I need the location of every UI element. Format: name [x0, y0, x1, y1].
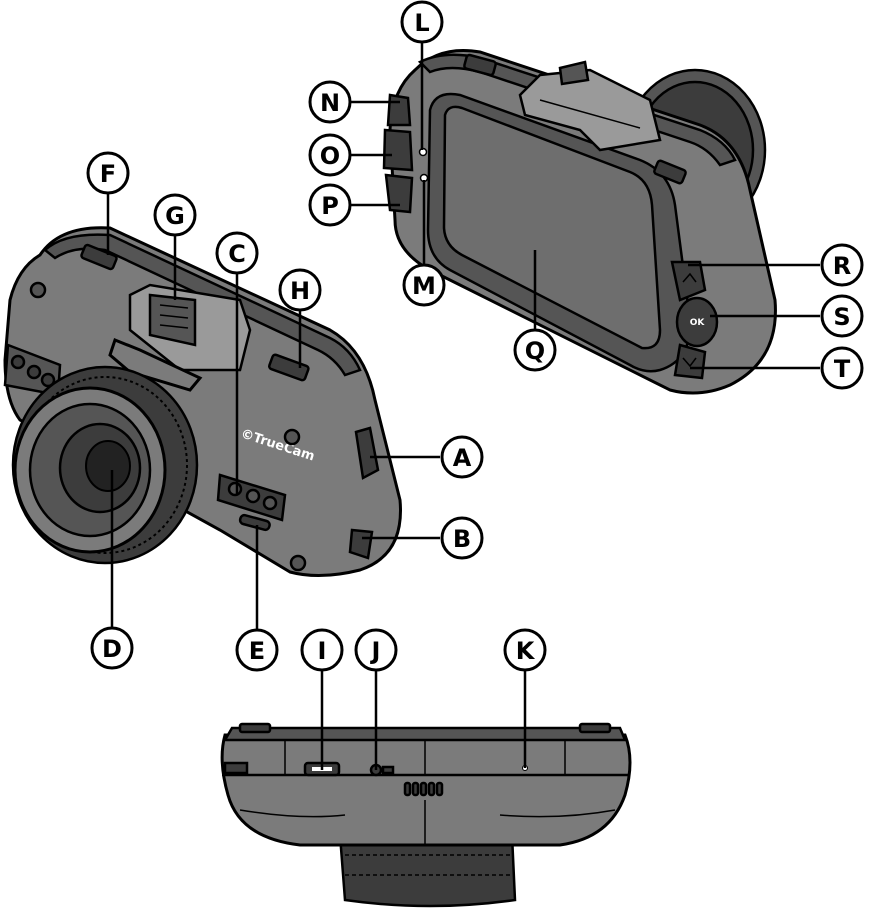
callout-b: B [442, 518, 482, 558]
front-view: ©TrueCam [5, 228, 401, 576]
callout-o-label: O [320, 142, 340, 170]
callout-t-label: T [834, 355, 851, 383]
bottom-top-button-right[interactable] [580, 724, 610, 732]
callout-g: G [155, 195, 195, 235]
callout-p: P [310, 185, 350, 225]
reset-slot [383, 767, 393, 773]
callout-q: Q [515, 330, 555, 370]
callout-c: C [217, 233, 257, 273]
front-screw-bottom [291, 556, 305, 570]
lens-center [86, 441, 130, 491]
callout-g-label: G [165, 202, 185, 230]
callout-r-label: R [833, 252, 851, 280]
callout-p-label: P [321, 192, 339, 220]
down-button[interactable] [675, 345, 705, 378]
speaker-hole-3 [421, 783, 426, 795]
callout-s-label: S [833, 303, 850, 331]
callout-i: I [302, 630, 342, 670]
mode-button[interactable] [384, 130, 412, 170]
bottom-top-button-left[interactable] [240, 724, 270, 732]
callout-m-label: M [412, 272, 436, 300]
bottom-top-edge [225, 728, 625, 740]
rear-view: OK [384, 50, 775, 393]
callout-n-label: N [320, 89, 340, 117]
ok-button-label: OK [690, 318, 706, 328]
sensor-1 [229, 483, 241, 495]
callout-i-label: I [318, 637, 327, 665]
callout-t: T [822, 348, 862, 388]
callout-f-label: F [100, 160, 116, 188]
callout-h-label: H [290, 277, 310, 305]
callout-k: K [505, 630, 545, 670]
bottom-view [222, 724, 630, 906]
front-screw-right [285, 430, 299, 444]
bottom-port-b [350, 530, 372, 558]
callout-o: O [310, 135, 350, 175]
bottom-side-slot [225, 763, 247, 773]
callout-a-label: A [453, 444, 472, 472]
speaker-hole-1 [405, 783, 410, 795]
callout-d: D [92, 628, 132, 668]
speaker-hole-4 [429, 783, 434, 795]
callout-d-label: D [102, 635, 122, 663]
callout-n: N [310, 82, 350, 122]
menu-button[interactable] [388, 95, 410, 125]
sensor-3 [264, 497, 276, 509]
callout-s: S [822, 296, 862, 336]
callout-k-label: K [516, 637, 536, 665]
callout-e: E [237, 630, 277, 670]
callout-c-label: C [228, 240, 246, 268]
callout-l-label: L [414, 9, 429, 37]
front-screw-top [31, 283, 45, 297]
callout-a: A [442, 437, 482, 477]
front-mount-rail [150, 295, 195, 345]
callout-q-label: Q [525, 337, 545, 365]
callout-h: H [280, 270, 320, 310]
callout-e-label: E [249, 637, 265, 665]
callout-f: F [88, 153, 128, 193]
callout-l: L [402, 2, 442, 42]
callout-j-label: J [370, 637, 381, 665]
callout-b-label: B [453, 525, 471, 553]
front-led-2 [28, 366, 40, 378]
speaker-hole-5 [437, 783, 442, 795]
front-led-1 [12, 356, 24, 368]
mic-button[interactable] [386, 175, 412, 212]
callout-j: J [356, 630, 396, 670]
speaker-hole-2 [413, 783, 418, 795]
sensor-2 [247, 490, 259, 502]
callout-r: R [822, 245, 862, 285]
rear-mount-tab [560, 62, 588, 84]
callout-m: M [404, 265, 444, 305]
speaker-grille [405, 783, 442, 795]
